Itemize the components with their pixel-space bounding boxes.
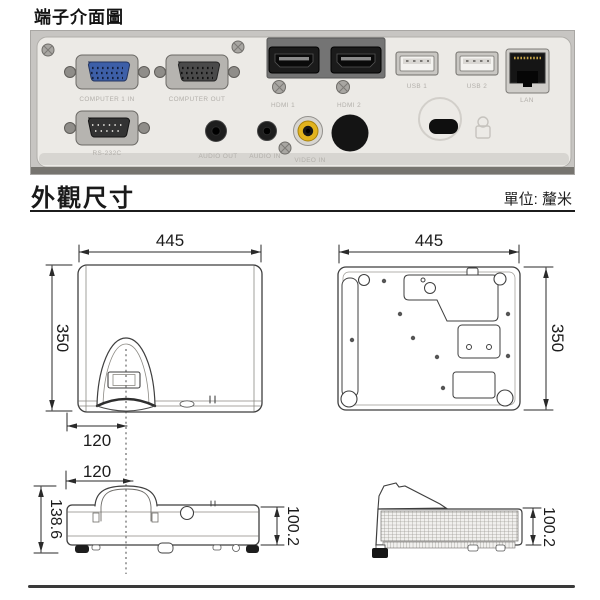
- computer-out-label: COMPUTER OUT: [169, 96, 226, 103]
- top-view-depth-value: 350: [53, 324, 72, 352]
- page-bottom-rule: [28, 585, 575, 588]
- photo-bottom-edge: [31, 167, 574, 174]
- filter-cover: [457, 324, 501, 359]
- usb2-port: [455, 51, 499, 76]
- front-view-drawing: 120 138.6 100.2: [33, 462, 301, 554]
- video-in-label: VIDEO IN: [294, 157, 325, 164]
- vent-slot: [341, 277, 359, 399]
- computer1-in-label: COMPUTER 1 IN: [79, 96, 134, 103]
- lock-icon: [475, 116, 491, 139]
- lens-dome-outline: [96, 337, 156, 406]
- panel-screws: [41, 40, 350, 155]
- panel-bottom-shade: [39, 153, 569, 165]
- rs232c-label: RS-232C: [92, 150, 121, 157]
- usb1-label: USB 1: [407, 83, 428, 90]
- front-center-tab: [157, 542, 174, 554]
- side-view-drawing: 100.2: [372, 482, 557, 558]
- top-button-oval: [179, 400, 195, 408]
- hdmi1-label: HDMI 1: [271, 102, 295, 109]
- usb1-port: [395, 51, 439, 76]
- bottom-screws: [349, 278, 511, 391]
- unit-label: 單位: 釐米: [503, 191, 572, 208]
- front-sensor-circle: [179, 505, 195, 521]
- rs232c-port: [64, 110, 150, 146]
- rear-panel-graphic: COMPUTER 1 IN COMPUTER OUT RS-232C: [31, 36, 574, 174]
- rear-panel-photo: COMPUTER 1 IN COMPUTER OUT RS-232C: [30, 30, 575, 175]
- hdmi2-label: HDMI 2: [337, 102, 361, 109]
- audio-in-jack: [257, 121, 277, 141]
- terminal-diagram-title: 端子介面圖: [34, 8, 124, 27]
- lan-label: LAN: [520, 97, 534, 104]
- video-in-jack: [293, 116, 323, 146]
- side-view-height-value: 100.2: [540, 507, 557, 547]
- bottom-view-width-value: 445: [415, 231, 443, 250]
- dimensions-title: 外觀尺寸: [31, 185, 135, 212]
- front-view-total-height-value: 138.6: [47, 499, 64, 539]
- bottom-feet: [340, 272, 514, 408]
- front-foot-right: [246, 545, 259, 553]
- hdmi1-port: [268, 46, 320, 74]
- front-view-offset-value: 120: [83, 462, 111, 481]
- bottom-plate: [452, 371, 496, 399]
- computer-out-port: [154, 54, 240, 90]
- audio-out-label: AUDIO OUT: [198, 153, 237, 160]
- section-divider: [30, 210, 575, 212]
- wired-remote-hole: [331, 114, 369, 152]
- front-foot-left: [75, 545, 89, 553]
- top-view-offset-value: 120: [83, 431, 111, 450]
- speaker-circle: [418, 97, 462, 141]
- lens-mirror: [95, 397, 157, 408]
- audio-in-label: AUDIO IN: [249, 153, 281, 160]
- lan-port: [505, 48, 550, 94]
- bottom-view-depth-value: 350: [548, 324, 567, 352]
- side-lens-hood: [377, 482, 448, 510]
- kensington-slot: [429, 119, 458, 134]
- front-view-body-height-value: 100.2: [284, 506, 301, 546]
- side-foot: [372, 548, 388, 558]
- hdmi2-port: [330, 46, 382, 74]
- side-grille: [380, 510, 519, 542]
- bottom-view-drawing: 445 350: [337, 231, 567, 411]
- usb2-label: USB 2: [467, 83, 488, 90]
- side-bottom-vent: [382, 541, 516, 549]
- computer1-in-port: [64, 54, 150, 90]
- top-view-width-value: 445: [156, 231, 184, 250]
- front-view-body: [66, 504, 260, 546]
- top-view-drawing: 445 350 120: [45, 231, 263, 450]
- focus-slider: [107, 371, 141, 389]
- audio-out-jack: [205, 120, 227, 142]
